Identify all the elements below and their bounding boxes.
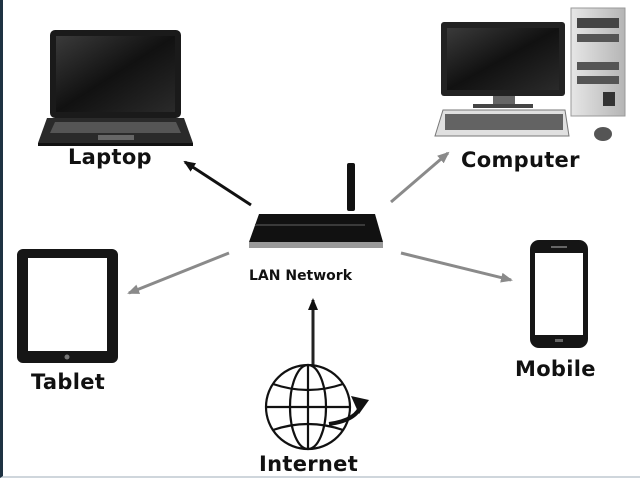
laptop-icon (38, 30, 193, 146)
diagram-canvas (17, 7, 626, 451)
globe-icon (264, 363, 369, 451)
computer-icon (434, 7, 626, 141)
arrow-router-to-computer (390, 151, 450, 204)
router-label: LAN Network (249, 268, 353, 284)
internet-label: Internet (259, 452, 359, 476)
mobile-label: Mobile (515, 357, 596, 381)
arrow-router-to-laptop (183, 160, 252, 207)
arrow-router-to-tablet (127, 251, 230, 295)
laptop-label: Laptop (68, 145, 152, 169)
computer-label: Computer (461, 148, 580, 172)
tablet-icon (17, 249, 118, 363)
arrow-router-to-mobile (400, 251, 513, 283)
router-icon (249, 163, 383, 248)
mobile-icon (530, 240, 588, 348)
tablet-label: Tablet (31, 370, 106, 394)
